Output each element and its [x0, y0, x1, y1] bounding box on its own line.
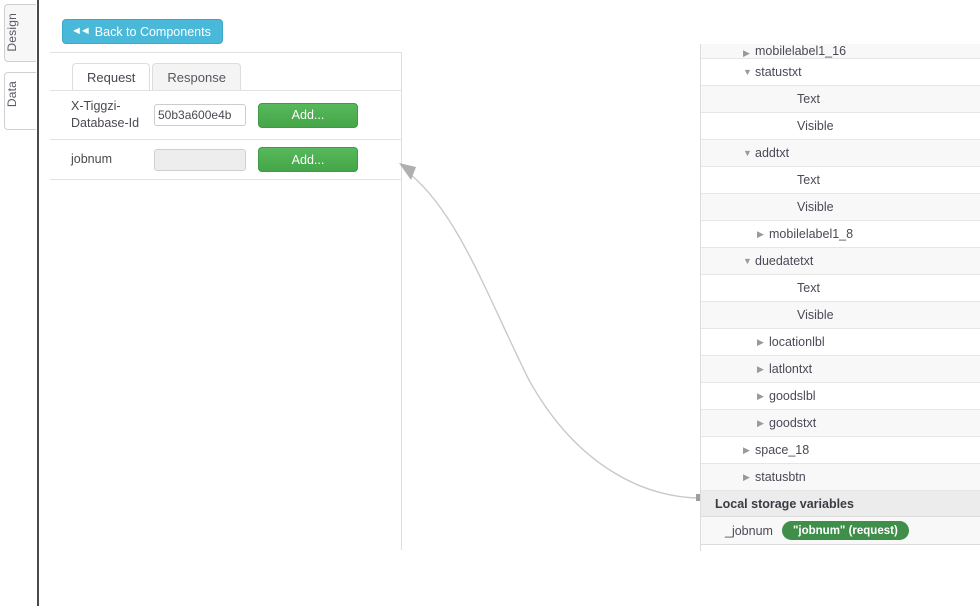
tree-row-label: Visible: [797, 119, 834, 133]
tree-row[interactable]: ▼statustxt: [701, 59, 980, 86]
caret-right-icon[interactable]: ▶: [743, 48, 750, 58]
tree-row[interactable]: ▶ goodslbl: [701, 383, 980, 410]
tree-row-label: goodstxt: [769, 416, 817, 430]
caret-down-icon[interactable]: ▼: [743, 66, 752, 77]
sidebar-item-data[interactable]: Data: [4, 72, 36, 130]
parameter-row: jobnum Add...: [50, 140, 401, 180]
tab-request-label: Request: [87, 69, 136, 85]
sidebar-item-data-label: Data: [5, 81, 19, 108]
parameter-name-label: jobnum: [71, 152, 112, 166]
tree-row-label: Text: [797, 173, 820, 187]
tree-row[interactable]: ▶ mobilelabel1_16: [701, 44, 980, 59]
add-parameter-button[interactable]: Add...: [258, 147, 358, 172]
sidebar-item-design[interactable]: Design: [4, 4, 36, 62]
caret-right-icon[interactable]: ▶: [757, 363, 764, 374]
tree-row-label: mobilelabel1_16: [755, 44, 847, 58]
tree-row-label: space_18: [755, 443, 810, 457]
tree-row[interactable]: ▶ latlontxt: [701, 356, 980, 383]
tree-row-label: locationlbl: [769, 335, 825, 349]
tree-row-label: latlontxt: [769, 362, 813, 376]
tree-row[interactable]: Text: [701, 86, 980, 113]
variable-name-label: _jobnum: [725, 523, 773, 538]
caret-right-icon[interactable]: ▶: [743, 471, 750, 482]
back-to-components-label: Back to Components: [94, 24, 211, 39]
parameter-row: X-Tiggzi-Database-Id Add...: [50, 91, 401, 140]
tree-row[interactable]: ▶ mobilelabel1_8: [701, 221, 980, 248]
caret-right-icon[interactable]: ▶: [757, 417, 764, 428]
panel-top-divider: [50, 52, 401, 53]
tree-row[interactable]: Visible: [701, 194, 980, 221]
request-parameters-list: X-Tiggzi-Database-Id Add... jobnum Add..…: [50, 90, 401, 180]
local-storage-variables-header: Local storage variables: [701, 491, 980, 517]
request-response-tabstrip: Request Response: [72, 63, 241, 90]
tree-row-label: duedatetxt: [755, 254, 814, 268]
caret-down-icon[interactable]: ▼: [743, 147, 752, 158]
sidebar-item-design-label: Design: [5, 13, 19, 52]
tree-row[interactable]: ▼duedatetxt: [701, 248, 980, 275]
rewind-double-left-icon: ◄◄: [71, 25, 91, 37]
tree-row[interactable]: Visible: [701, 302, 980, 329]
tab-response[interactable]: Response: [152, 63, 241, 90]
tab-response-label: Response: [167, 69, 226, 85]
tree-row-label: goodslbl: [769, 389, 816, 403]
tree-row[interactable]: ▶ space_18: [701, 437, 980, 464]
local-storage-variable-row[interactable]: _jobnum "jobnum" (request): [701, 517, 980, 545]
tree-row[interactable]: Text: [701, 167, 980, 194]
tree-row[interactable]: ▼addtxt: [701, 140, 980, 167]
tree-row[interactable]: Visible: [701, 113, 980, 140]
caret-right-icon[interactable]: ▶: [743, 444, 750, 455]
tree-row[interactable]: ▶ goodstxt: [701, 410, 980, 437]
add-parameter-button[interactable]: Add...: [258, 102, 358, 128]
main-canvas: ◄◄ Back to Components Request Response X…: [39, 0, 980, 606]
left-tab-rail: Design Data: [0, 0, 39, 606]
variable-mapping-badge[interactable]: "jobnum" (request): [781, 521, 909, 540]
tab-request[interactable]: Request: [72, 63, 151, 90]
caret-right-icon[interactable]: ▶: [757, 228, 764, 239]
tree-row-label: Text: [797, 92, 820, 106]
tree-row-label: statustxt: [755, 65, 802, 79]
caret-right-icon[interactable]: ▶: [757, 336, 764, 347]
tree-row-label: Visible: [797, 308, 834, 322]
tree-row-label: Visible: [797, 200, 834, 214]
parameter-value-input[interactable]: [154, 148, 246, 171]
parameter-name-label: X-Tiggzi-Database-Id: [71, 99, 140, 130]
tree-row-label: Text: [797, 281, 820, 295]
caret-down-icon[interactable]: ▼: [743, 255, 752, 266]
caret-right-icon[interactable]: ▶: [757, 390, 764, 401]
tree-row-label: statusbtn: [755, 470, 806, 484]
tree-row[interactable]: ▶ statusbtn: [701, 464, 980, 491]
tree-row[interactable]: ▶ locationlbl: [701, 329, 980, 356]
tree-row[interactable]: Text: [701, 275, 980, 302]
tree-row-label: addtxt: [755, 146, 790, 160]
tree-row-label: mobilelabel1_8: [769, 227, 854, 241]
back-to-components-button[interactable]: ◄◄ Back to Components: [62, 19, 223, 44]
parameter-value-input[interactable]: [154, 104, 246, 126]
canvas-vertical-divider: [401, 52, 402, 550]
